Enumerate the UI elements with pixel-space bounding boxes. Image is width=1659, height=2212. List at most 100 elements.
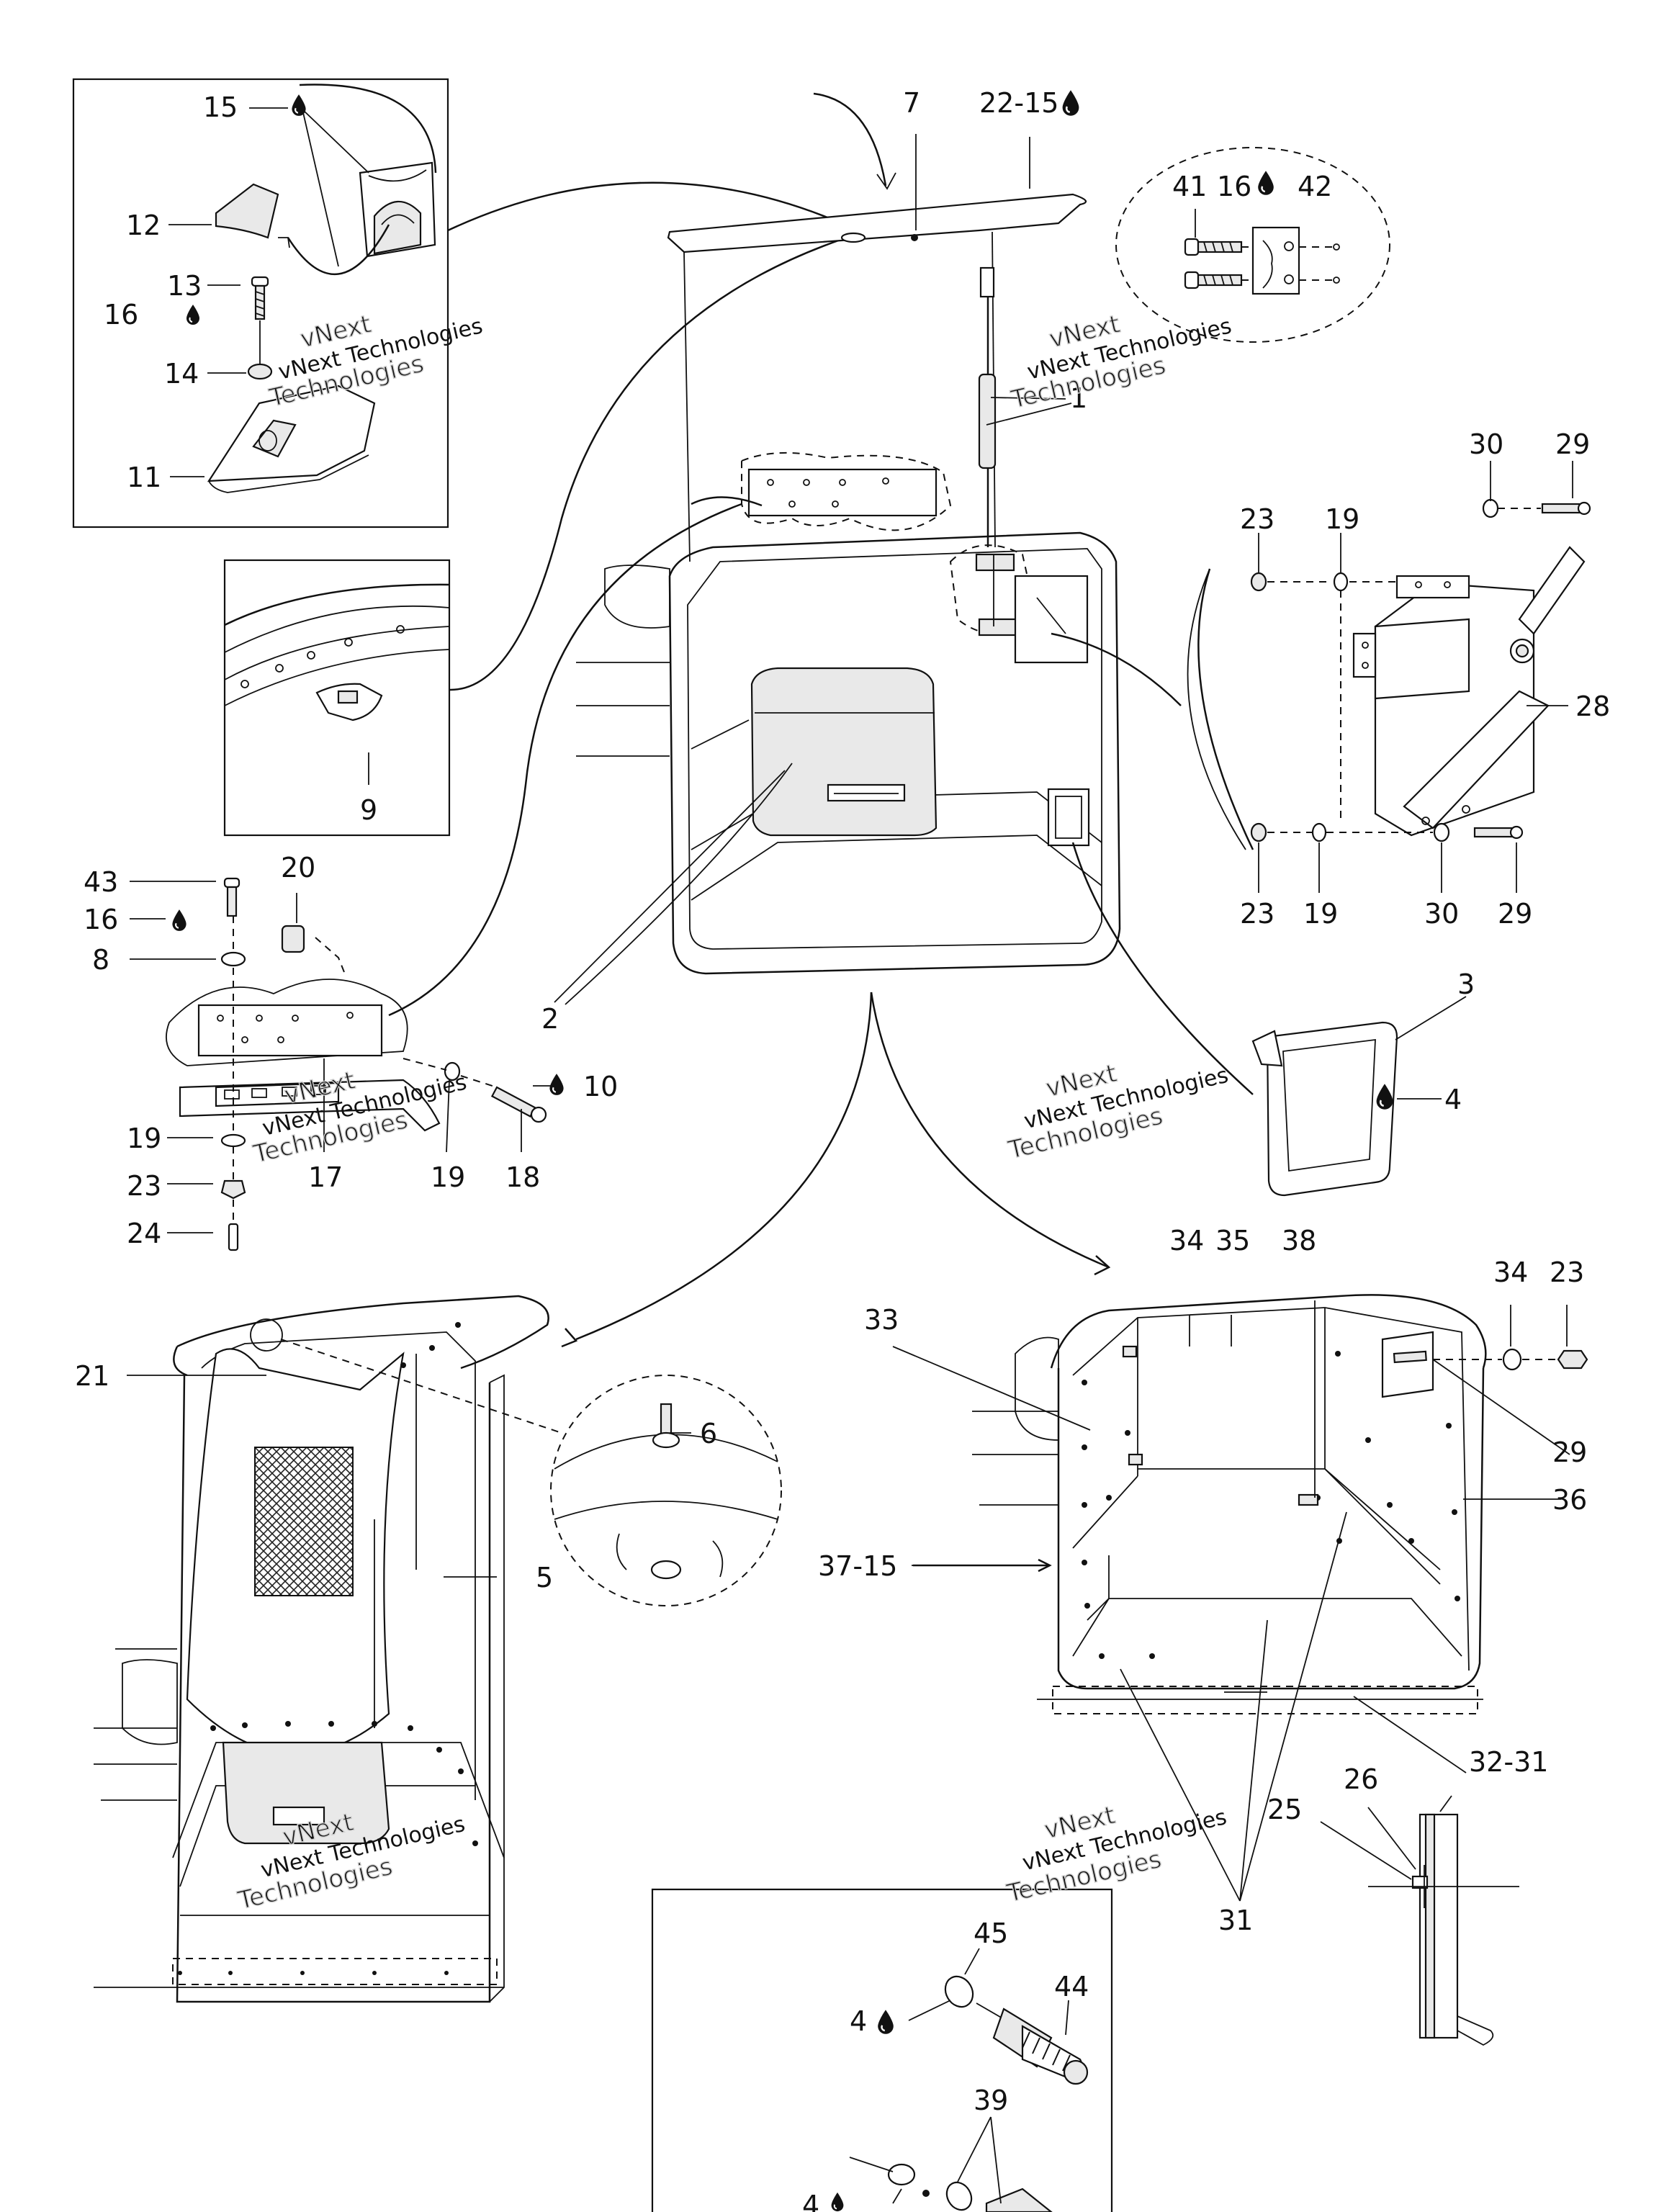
part-screw-29: [1541, 503, 1584, 514]
callout-23: 23: [1240, 898, 1274, 930]
callout-33: 33: [864, 1304, 899, 1336]
curved-arrow: [575, 992, 873, 1341]
part-hinge-17: [197, 1004, 383, 1057]
callout-6: 6: [700, 1418, 717, 1449]
callout-16: 16: [104, 299, 138, 331]
inset-frame: [72, 78, 449, 529]
callout-43: 43: [84, 866, 118, 898]
callout-7: 7: [903, 87, 920, 119]
callout-34: 34: [1493, 1256, 1528, 1288]
callout-12: 12: [126, 210, 161, 241]
part-washer-14: [247, 363, 273, 380]
callout-30: 30: [1424, 898, 1459, 930]
callout-28: 28: [1575, 691, 1610, 722]
part-lid: [667, 193, 1087, 253]
sealant-drop-icon: [1061, 89, 1080, 117]
leader-curve: [447, 181, 850, 232]
part-console-body: [668, 531, 1121, 975]
callout-11: 11: [127, 462, 161, 493]
callout-9: 9: [360, 794, 377, 826]
curved-arrow: [287, 224, 390, 275]
detail-handle-bracket: [1187, 498, 1591, 850]
part-latch-pad: [215, 183, 279, 239]
callout-5: 5: [536, 1562, 553, 1593]
inset-frame: [223, 559, 451, 837]
callout-22-15: 22-15: [979, 87, 1058, 119]
inset-drain-fittings: [651, 1888, 1113, 2212]
callout-4: 4: [850, 2005, 867, 2037]
part-nut-23: [1557, 1349, 1588, 1370]
part-screw-13: [251, 276, 269, 320]
sealant-drop-icon: [877, 2009, 894, 2035]
part-lid-catch: [359, 161, 436, 258]
callout-45: 45: [974, 1917, 1008, 1949]
callout-15: 15: [203, 91, 238, 123]
callout-18: 18: [505, 1161, 540, 1193]
callout-23: 23: [1240, 503, 1274, 535]
callout-25: 25: [1267, 1794, 1302, 1825]
part-hinge-plate: [747, 468, 938, 517]
callout-20: 20: [281, 852, 315, 884]
callout-29: 29: [1555, 428, 1590, 460]
callout-16: 16: [1217, 171, 1251, 202]
leader-line: [1051, 632, 1182, 706]
part-handle-base: [207, 385, 376, 493]
callout-23: 23: [127, 1170, 161, 1202]
callout-numbers: 15 12 13 16 14 11 7 22-15 41 16 42 1 30 …: [75, 87, 1610, 2212]
leader-curve: [449, 238, 843, 691]
sealant-drop-icon: [171, 909, 187, 932]
callout-8: 8: [92, 944, 109, 976]
callout-19: 19: [1325, 503, 1359, 535]
sealant-drop-icon: [186, 304, 200, 325]
callout-32-31: 32-31: [1469, 1746, 1548, 1778]
callout-2: 2: [541, 1003, 559, 1035]
detail-lid-latch: [1115, 147, 1390, 343]
callout-37-15: 37-15: [818, 1550, 897, 1582]
leader-line: [986, 403, 1072, 426]
rivet-row: [178, 1322, 478, 1975]
callout-35: 35: [1215, 1225, 1250, 1256]
callout-21: 21: [75, 1360, 109, 1392]
callout-29: 29: [1498, 898, 1532, 930]
callout-34: 34: [1169, 1225, 1204, 1256]
callout-1: 1: [1070, 382, 1087, 414]
callout-42: 42: [1298, 171, 1332, 202]
part-washer-30: [1482, 498, 1499, 518]
leader-line: [1197, 568, 1254, 850]
view-with-liner: [94, 1295, 562, 2003]
curved-arrow: [691, 496, 763, 507]
part-nut-23: [1250, 572, 1267, 592]
leader-line: [1071, 842, 1254, 1095]
callout-17: 17: [308, 1161, 343, 1193]
callout-23: 23: [1550, 1256, 1584, 1288]
sealant-drop-icon: [830, 2192, 845, 2212]
leader-line: [565, 763, 793, 1005]
callout-19: 19: [1303, 898, 1338, 930]
callout-44: 44: [1054, 1971, 1089, 2002]
callout-16: 16: [84, 904, 118, 935]
leader-curve: [813, 92, 887, 186]
callout-29: 29: [1552, 1437, 1587, 1468]
callout-24: 24: [127, 1218, 161, 1249]
part-grab-handle: [1251, 1021, 1398, 1197]
callout-36: 36: [1552, 1484, 1587, 1516]
callout-26: 26: [1344, 1763, 1378, 1795]
part-washer-34: [1502, 1348, 1522, 1371]
part-washer-8: [220, 951, 246, 967]
view-console-shell: [972, 1294, 1588, 1714]
sealant-drop-icon: [549, 1073, 565, 1096]
part-portable-toilet: [750, 667, 938, 837]
callout-leaders: [127, 107, 1573, 2204]
main-console-assembly: [576, 193, 1121, 975]
callout-31: 31: [1218, 1905, 1253, 1936]
detail-lid-hinge: [166, 877, 547, 1251]
part-spacer-20: [281, 925, 305, 953]
callout-14: 14: [164, 358, 199, 390]
callout-19: 19: [431, 1161, 465, 1193]
part-screw-41: [1184, 238, 1243, 289]
curved-arrow: [870, 992, 1110, 1269]
sealant-drop-icon: [1257, 170, 1274, 196]
callout-3: 3: [1457, 968, 1475, 1000]
inset-lid-light: [223, 559, 451, 837]
callout-41: 41: [1172, 171, 1207, 202]
